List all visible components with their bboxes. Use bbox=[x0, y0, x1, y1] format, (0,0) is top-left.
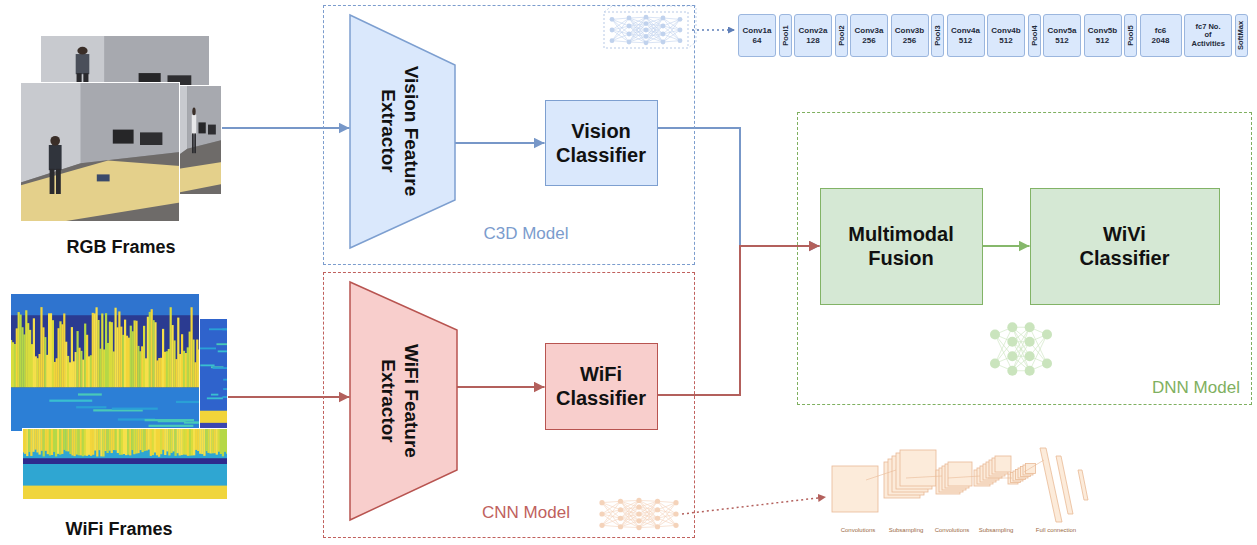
model-group: DNN Model Multimodal Fusion WiVi Classifie… bbox=[797, 112, 1252, 405]
layer-label: Conv5b 512 bbox=[1087, 26, 1119, 44]
process-box: Vision Classifier bbox=[545, 100, 658, 186]
box-label: WiVi Classifier bbox=[1060, 222, 1190, 270]
layer-label: Conv3b 256 bbox=[894, 26, 926, 44]
layer-caption: Subsampling bbox=[889, 527, 924, 533]
layer-caption: Subsampling bbox=[979, 527, 1014, 533]
layer-block: Conv5a 512 bbox=[1043, 14, 1081, 57]
layer-label: Conv4a 512 bbox=[950, 26, 982, 44]
flow-arrow bbox=[228, 396, 350, 398]
icon-frame bbox=[604, 12, 688, 48]
layer-block: fc7 No. of Activities bbox=[1184, 14, 1232, 57]
layer-block: Conv5b 512 bbox=[1084, 14, 1122, 57]
layer-block: Pool1 bbox=[779, 14, 792, 57]
layer-label: Pool3 bbox=[933, 25, 942, 45]
layer-block: SoftMax bbox=[1235, 14, 1248, 57]
layer-caption: Full connection bbox=[1036, 527, 1076, 533]
pointer-arrow bbox=[682, 497, 826, 514]
flow-arrow bbox=[222, 127, 350, 129]
extractor-label: Vision Feature Extractor bbox=[377, 56, 423, 206]
frames-stack: WiFi Frames bbox=[10, 293, 228, 541]
layer-label: Conv1a 64 bbox=[741, 26, 773, 44]
group-label: DNN Model bbox=[1152, 378, 1240, 398]
network-icon bbox=[990, 322, 1052, 376]
layer-caption: Convolutions bbox=[935, 527, 970, 533]
layer-label: fc7 No. of Activities bbox=[1192, 23, 1225, 49]
layer-label: Pool1 bbox=[781, 25, 790, 45]
box-label: Vision Classifier bbox=[553, 119, 650, 167]
layer-block: Pool3 bbox=[931, 14, 944, 57]
layer-block: Conv4a 512 bbox=[947, 14, 985, 57]
frames-caption: RGB Frames bbox=[20, 237, 222, 258]
model-group: C3D Model Vision Feature Extractor Vision … bbox=[323, 5, 695, 265]
icon-frame bbox=[604, 6, 696, 48]
group-label: CNN Model bbox=[482, 503, 570, 523]
layer-block: Conv3a 256 bbox=[850, 14, 888, 57]
process-box: WiVi Classifier bbox=[1030, 188, 1220, 305]
layer-label: Conv5a 512 bbox=[1046, 26, 1078, 44]
layer-block: Pool5 bbox=[1124, 14, 1137, 57]
layer-block: Conv3b 256 bbox=[891, 14, 929, 57]
layer-label: Pool4 bbox=[1030, 25, 1039, 45]
layer-caption: Convolutions bbox=[841, 527, 876, 533]
layer-label: Conv2a 128 bbox=[797, 26, 829, 44]
flow-arrow bbox=[983, 245, 1030, 247]
flow-arrow bbox=[658, 246, 820, 395]
layer-label: Pool5 bbox=[1126, 25, 1135, 45]
layer-block: fc6 2048 bbox=[1140, 14, 1182, 57]
cnn-illustration bbox=[832, 448, 1088, 522]
frame-image bbox=[10, 293, 230, 432]
layer-block: Conv2a 128 bbox=[794, 14, 832, 57]
flow-arrow bbox=[457, 386, 545, 388]
flow-arrow bbox=[658, 128, 820, 246]
network-icon bbox=[599, 498, 678, 530]
feature-extractor: Vision Feature Extractor bbox=[350, 15, 455, 248]
network-icon bbox=[610, 15, 683, 45]
layer-label: SoftMax bbox=[1237, 21, 1246, 50]
frames-caption: WiFi Frames bbox=[10, 519, 228, 540]
box-label: Multimodal Fusion bbox=[836, 222, 967, 270]
layer-label: fc6 2048 bbox=[1149, 26, 1173, 44]
box-label: WiFi Classifier bbox=[553, 362, 650, 410]
layer-block: Conv1a 64 bbox=[738, 14, 776, 57]
layer-block: Pool4 bbox=[1028, 14, 1041, 57]
frame-image bbox=[22, 428, 228, 500]
feature-extractor: WiFi Feature Extractor bbox=[350, 282, 457, 520]
frames-stack: RGB Frames bbox=[20, 35, 222, 259]
layer-label: Conv3a 256 bbox=[853, 26, 885, 44]
model-group: CNN Model WiFi Feature Extractor WiFi Clas… bbox=[323, 272, 695, 538]
frame-image bbox=[20, 82, 180, 222]
layer-block: Conv4b 512 bbox=[987, 14, 1025, 57]
layer-label: Pool2 bbox=[837, 25, 846, 45]
layer-label: Conv4b 512 bbox=[990, 26, 1022, 44]
extractor-label: WiFi Feature Extractor bbox=[377, 326, 423, 476]
pointer-arrow bbox=[692, 29, 735, 31]
group-label: C3D Model bbox=[483, 224, 568, 244]
process-box: Multimodal Fusion bbox=[820, 188, 983, 305]
flow-arrow bbox=[455, 142, 545, 144]
layer-block: Pool2 bbox=[835, 14, 848, 57]
process-box: WiFi Classifier bbox=[545, 343, 658, 430]
